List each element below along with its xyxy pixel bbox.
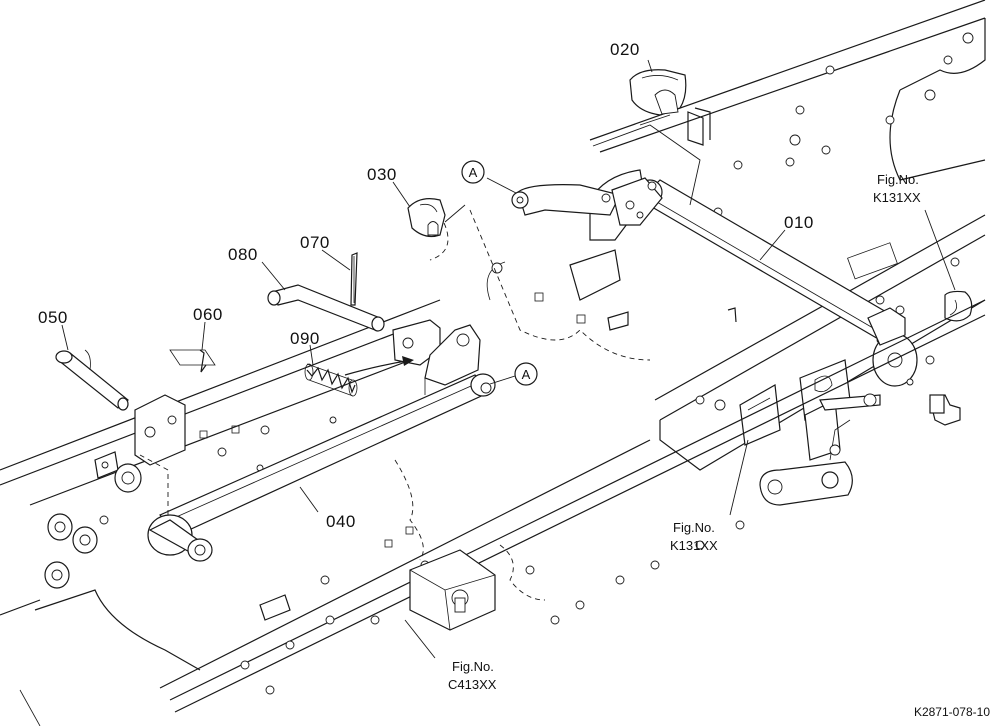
clip-060	[169, 349, 216, 373]
pin-070	[350, 252, 358, 306]
marker-a-upper: A	[461, 160, 485, 184]
label-020: 020	[610, 40, 640, 59]
fig-ref-lower-right: Fig.No. K131XX	[670, 520, 718, 553]
label-070: 070	[300, 233, 330, 252]
bushing-020	[592, 69, 701, 206]
right-frame-dashed-outline	[429, 209, 651, 361]
right-frame-rail	[589, 0, 986, 471]
marker-a-upper-text: A	[469, 165, 478, 180]
leader-lines	[61, 59, 956, 659]
label-040: 040	[326, 512, 356, 531]
label-030: 030	[367, 165, 397, 184]
fig-ref-upper-right-line2: K131XX	[873, 190, 921, 205]
label-090: 090	[290, 329, 320, 348]
pin-050	[55, 349, 129, 411]
fig-ref-lower-right-line1: Fig.No.	[673, 520, 715, 535]
marker-a-lower-text: A	[522, 367, 531, 382]
fig-ref-bottom-line1: Fig.No.	[452, 659, 494, 674]
link-040	[139, 373, 496, 562]
part-labels: 010 020 030 040 050 060 070 080 090	[38, 40, 814, 531]
pin-080	[267, 284, 385, 332]
bushing-030	[407, 198, 466, 238]
fig-ref-upper-right-line1: Fig.No.	[877, 172, 919, 187]
drawing-code: K2871-078-10	[914, 705, 990, 719]
fig-ref-bottom-line2: C413XX	[448, 677, 497, 692]
left-frame-rail	[0, 299, 986, 726]
fig-ref-lower-right-line2: K131XX	[670, 538, 718, 553]
fig-ref-upper-right: Fig.No. K131XX	[873, 172, 921, 205]
label-080: 080	[228, 245, 258, 264]
shaft-010	[511, 177, 918, 387]
left-frame-dashed-outline	[394, 459, 546, 601]
fig-ref-bottom: Fig.No. C413XX	[448, 659, 497, 692]
label-060: 060	[193, 305, 223, 324]
left-frame-brackets	[44, 394, 496, 631]
shaft-010-end-parts	[739, 290, 973, 506]
spring-090	[304, 356, 414, 397]
clevis-bracket	[392, 319, 481, 395]
marker-a-lower: A	[514, 362, 538, 386]
label-050: 050	[38, 308, 68, 327]
label-010: 010	[784, 213, 814, 232]
